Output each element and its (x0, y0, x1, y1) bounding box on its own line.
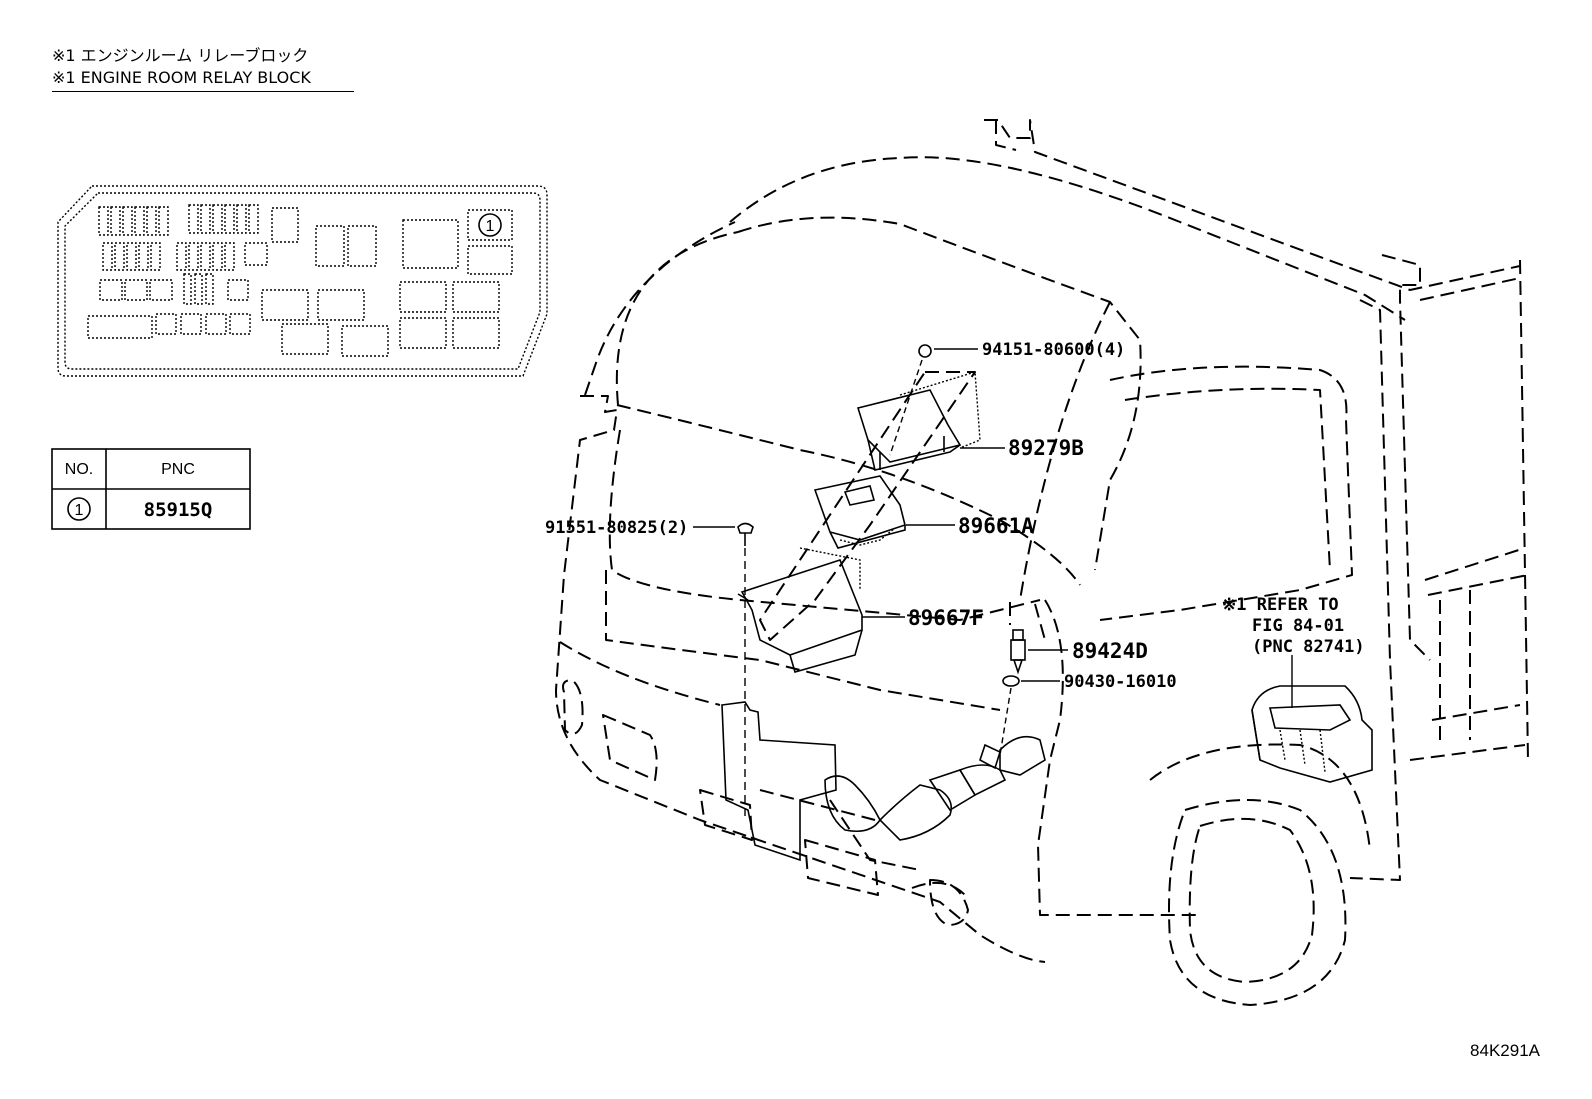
part-bolt-91551 (693, 522, 754, 820)
relay-block-callout-circle (478, 213, 502, 237)
part-ecu-89661A (813, 475, 955, 549)
relay-block-note-jp: ※1 エンジンルーム リレーブロック (52, 46, 309, 65)
fuse-row-3 (87, 273, 251, 339)
label-89667F: 89667F (908, 606, 984, 630)
refer-note-line3: (PNC 82741) (1252, 637, 1365, 657)
part-sensor-89424D (1009, 602, 1068, 675)
table-header-no: NO. (65, 461, 93, 478)
label-90430: 90430-16010 (1064, 672, 1177, 692)
relay-block-callout: 1 (486, 218, 495, 235)
table-row-pnc: 85915Q (144, 499, 213, 521)
relay-cells (261, 209, 513, 357)
refer-note-line2: FIG 84-01 (1252, 616, 1344, 636)
mounting-guide (759, 371, 976, 641)
refer-note: ※1 REFER TO FIG 84-01 (PNC 82741) (1222, 595, 1365, 657)
label-91551: 91551-80825(2) (545, 518, 688, 538)
engine-room-relay-block: 1 (57, 185, 548, 377)
fuse-row-2 (102, 242, 268, 271)
fuse-row-1 (98, 204, 299, 243)
label-89424D: 89424D (1072, 639, 1148, 663)
truck-outline (555, 119, 1529, 1006)
note-underline (52, 91, 354, 92)
label-94151: 94151-80600(4) (982, 340, 1125, 360)
figure-id: 84K291A (1470, 1041, 1541, 1060)
refer-note-line1: ※1 REFER TO (1222, 595, 1339, 615)
part-nut-94151 (889, 344, 978, 456)
part-bracket-89667F (737, 547, 905, 673)
label-89279B: 89279B (1008, 436, 1084, 460)
intake-assembly (721, 701, 1046, 871)
table-header-pnc: PNC (161, 461, 195, 478)
pnc-table: NO. PNC 1 85915Q (51, 448, 251, 530)
label-89661A: 89661A (958, 514, 1034, 538)
table-row-no: 1 (75, 502, 84, 519)
relay-block-note-en: ※1 ENGINE ROOM RELAY BLOCK (52, 68, 311, 87)
part-bracket-89279B (856, 371, 1005, 471)
relay-block-on-truck (1251, 655, 1373, 783)
part-washer-90430 (999, 675, 1060, 756)
